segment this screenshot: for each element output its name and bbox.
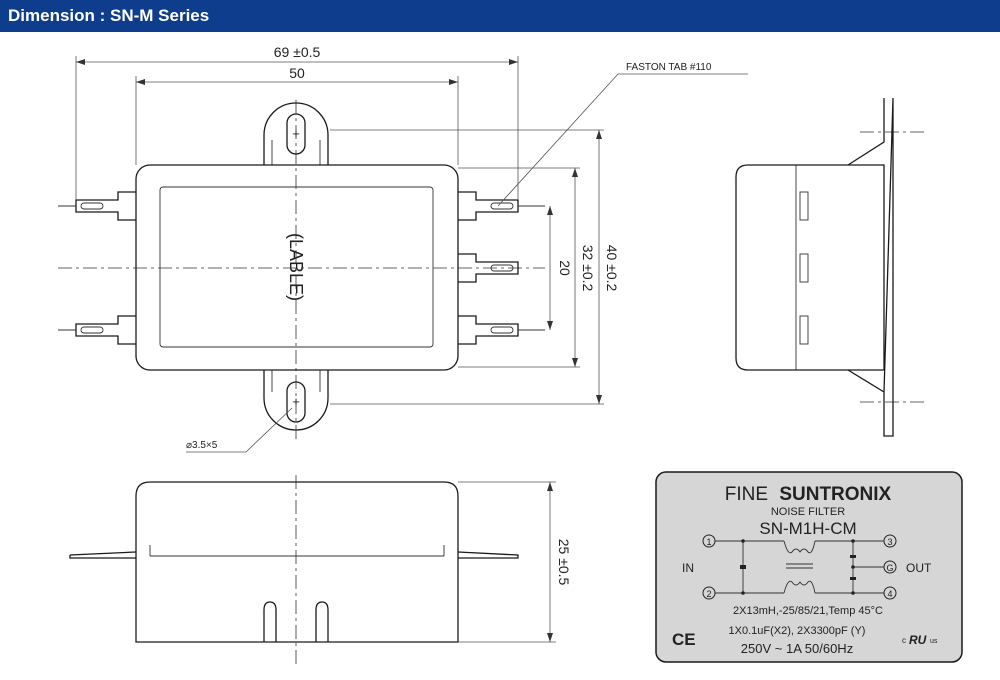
faston-tab-right-top [458, 191, 519, 221]
svg-text:FINE SUNTRONIX: FINE SUNTRONIX [725, 484, 892, 505]
faston-tab-right-middle [458, 253, 519, 283]
filter-schematic: 1 2 3 4 G [702, 534, 897, 600]
pin-1: 1 [706, 537, 711, 547]
svg-text:+: + [292, 394, 300, 409]
spec-line-1: 2X13mH,-25/85/21,Temp 45°C [733, 605, 883, 617]
dim-body-height: 32 ±0.2 [580, 245, 596, 292]
mounting-hole-top [286, 113, 306, 155]
pin-4: 4 [887, 589, 892, 599]
ce-mark: CE [672, 630, 696, 649]
brand-name: SUNTRONIX [779, 484, 891, 505]
out-label: OUT [906, 561, 932, 575]
svg-text:c: c [902, 636, 906, 645]
pin-2: 2 [706, 589, 711, 599]
top-flange [263, 102, 329, 165]
dim-overall-width: 69 ±0.5 [274, 44, 321, 60]
dim-flange-height: 40 ±0.2 [604, 245, 620, 292]
mounting-hole-bottom [286, 381, 306, 423]
faston-tab-right-bottom [458, 315, 519, 345]
hole-leader [186, 407, 293, 453]
side-view [735, 97, 925, 437]
faston-tab-left-top [75, 191, 136, 221]
ul-logo: c RU us [902, 633, 938, 647]
faston-tab-left-bottom [75, 315, 136, 345]
svg-text:us: us [930, 638, 938, 645]
hole-callout: ⌀3.5×5 [186, 440, 218, 451]
filter-body [135, 164, 459, 371]
in-label: IN [682, 561, 694, 575]
faston-callout: FASTON TAB #110 [626, 62, 712, 73]
model-number: SN-M1H-CM [759, 519, 856, 538]
label-text: (LABLE) [286, 233, 306, 301]
pin-3: 3 [887, 537, 892, 547]
top-view: + + (LABLE) [58, 44, 748, 453]
bottom-flange [263, 370, 329, 431]
nameplate: FINE SUNTRONIX NOISE FILTER SN-M1H-CM 1 … [655, 471, 963, 663]
product-type: NOISE FILTER [771, 506, 845, 518]
dim-pin-span: 20 [557, 260, 573, 276]
page-title: Dimension : SN-M Series [0, 0, 1000, 32]
faston-leader [497, 73, 748, 207]
label-area [159, 186, 434, 348]
spec-line-3: 250V ~ 1A 50/60Hz [741, 641, 853, 656]
dim-front-height: 25 ±0.5 [556, 539, 572, 586]
nameplate-background [655, 471, 963, 663]
front-view: 25 ±0.5 [69, 475, 572, 668]
spec-line-2: 1X0.1uF(X2), 2X3300pF (Y) [729, 625, 866, 637]
svg-text:+: + [292, 126, 300, 141]
dim-inner-width: 50 [289, 65, 305, 81]
pin-g: G [886, 563, 893, 573]
brand-prefix: FINE [725, 484, 768, 505]
svg-text:RU: RU [909, 633, 927, 647]
